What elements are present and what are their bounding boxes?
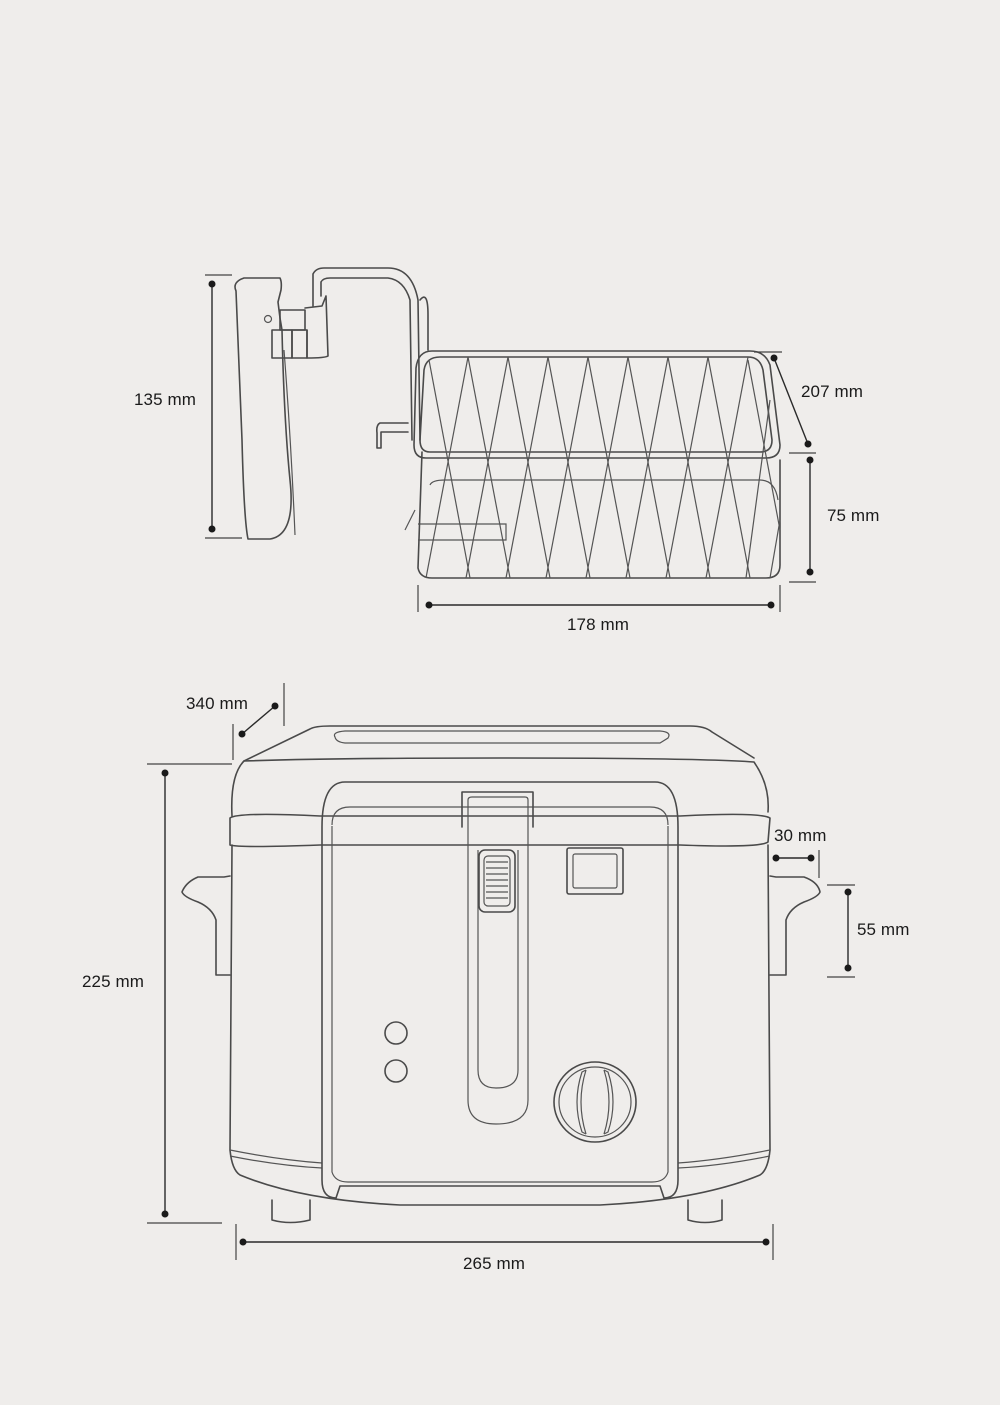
dimension-label-fryer-height: 225 mm <box>82 972 145 991</box>
basket-dimensions <box>205 274 816 612</box>
basket-handle-drawing <box>234 267 429 540</box>
dimension-label-basket-depth: 207 mm <box>801 382 864 401</box>
dimension-label-handle-height: 135 mm <box>134 390 197 409</box>
dimension-label-handle-projection: 30 mm <box>774 826 827 845</box>
dimension-label-fryer-depth: 340 mm <box>186 694 249 713</box>
basket-mesh <box>425 356 781 579</box>
dimension-label-fryer-width: 265 mm <box>463 1254 526 1273</box>
dimension-label-basket-width: 178 mm <box>567 615 630 634</box>
dimension-label-handle-size: 55 mm <box>857 920 910 939</box>
fryer-drawing <box>181 725 821 1224</box>
basket-drawing <box>404 350 781 579</box>
fryer-dimensions <box>147 683 855 1260</box>
dimension-label-basket-height: 75 mm <box>827 506 880 525</box>
